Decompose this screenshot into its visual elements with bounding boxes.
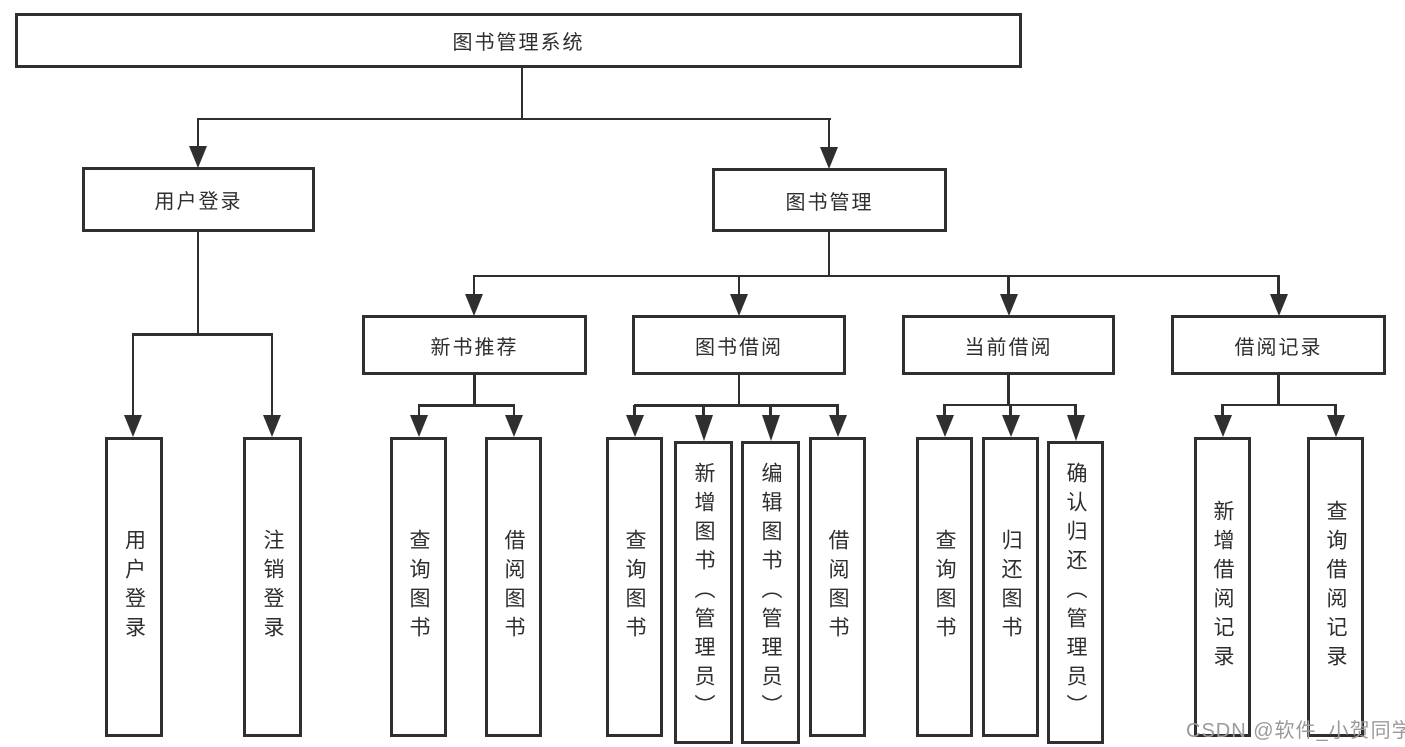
- arrow-down-icon: [504, 415, 523, 437]
- leaf-label: 查询图书: [623, 529, 646, 645]
- connector-drop-leaf: [417, 405, 420, 416]
- connector-book-mgmt-down: [827, 232, 830, 276]
- arrow-down-icon: [409, 415, 428, 437]
- connector-drop-leaf: [702, 405, 705, 416]
- arrow-down-icon: [694, 415, 713, 441]
- connector-drop-leaf: [943, 404, 946, 416]
- leaf-label: 用户登录: [122, 529, 146, 645]
- connector-book-borrow-horizontal: [633, 404, 839, 407]
- arrow-down-icon: [189, 146, 207, 168]
- leaf-label: 借阅图书: [502, 529, 525, 645]
- connector-new-book-down: [473, 375, 476, 406]
- leaf-label: 新增借阅记录: [1211, 500, 1234, 674]
- leaf-query-book: 查询图书: [390, 437, 447, 737]
- connector-current-borrow-down: [1007, 375, 1010, 405]
- connector-root-down: [520, 68, 523, 118]
- connector-drop-borrow-record: [1277, 275, 1280, 296]
- connector-book-borrow-down: [737, 375, 740, 406]
- connector-drop-leaf: [1009, 404, 1012, 416]
- connector-drop-leaf: [836, 405, 839, 416]
- leaf-borrow-book: 借阅图书: [809, 437, 866, 737]
- node-user-login: 用户登录: [82, 167, 315, 232]
- connector-borrow-record-down: [1277, 375, 1280, 405]
- leaf-label: 查询图书: [407, 529, 430, 645]
- leaf-edit-book-admin: 编辑图书（管理员）: [741, 441, 800, 744]
- arrow-down-icon: [761, 415, 780, 441]
- node-new-book-recommend-label: 新书推荐: [430, 336, 519, 359]
- arrow-down-icon: [1269, 294, 1288, 316]
- arrow-down-icon: [465, 294, 483, 316]
- leaf-borrow-book: 借阅图书: [485, 437, 542, 737]
- leaf-label: 查询图书: [933, 529, 956, 645]
- leaf-query-borrow-record: 查询借阅记录: [1307, 437, 1364, 737]
- connector-level2-horizontal: [197, 117, 831, 120]
- node-library-system: 图书管理系统: [15, 13, 1022, 68]
- leaf-add-borrow-record: 新增借阅记录: [1194, 437, 1251, 737]
- connector-drop-leaf: [633, 405, 636, 416]
- arrow-down-icon: [1066, 415, 1085, 441]
- node-user-login-label: 用户登录: [154, 191, 243, 213]
- leaf-query-book: 查询图书: [606, 437, 663, 737]
- node-new-book-recommend: 新书推荐: [362, 315, 587, 375]
- leaf-label: 确认归还（管理员）: [1064, 462, 1087, 723]
- arrow-down-icon: [263, 415, 281, 437]
- connector-drop-user-login: [196, 118, 199, 148]
- leaf-label: 归还图书: [999, 529, 1022, 645]
- connector-drop-book-borrow: [737, 275, 740, 296]
- connector-drop-leaf: [1221, 404, 1224, 416]
- connector-new-book-horizontal: [417, 404, 515, 407]
- connector-drop-book-mgmt: [827, 118, 830, 149]
- arrow-down-icon: [820, 147, 838, 169]
- leaf-return-book: 归还图书: [982, 437, 1039, 737]
- connector-drop-new-book: [472, 275, 475, 296]
- leaf-add-book-admin: 新增图书（管理员）: [674, 441, 733, 744]
- leaf-label: 注销登录: [261, 529, 284, 645]
- arrow-down-icon: [1213, 415, 1232, 437]
- node-borrowing-records-label: 借阅记录: [1234, 336, 1323, 359]
- node-current-borrowing-label: 当前借阅: [964, 336, 1053, 359]
- csdn-watermark: CSDN @软件_小贺同学: [1186, 720, 1405, 742]
- connector-drop-leaf: [769, 405, 772, 416]
- connector-borrow-record-horizontal: [1221, 403, 1338, 406]
- connector-drop-current-borrow: [1007, 275, 1010, 296]
- leaf-label: 查询借阅记录: [1324, 500, 1347, 674]
- arrow-down-icon: [124, 415, 142, 437]
- leaf-query-book: 查询图书: [916, 437, 973, 737]
- arrow-down-icon: [730, 294, 748, 316]
- leaf-label: 编辑图书（管理员）: [759, 462, 782, 723]
- arrow-down-icon: [625, 415, 644, 437]
- leaf-user-login: 用户登录: [105, 437, 163, 737]
- connector-drop-leaf: [1074, 404, 1077, 416]
- connector-level3-horizontal: [472, 274, 1280, 277]
- connector-user-login-down: [196, 232, 199, 334]
- leaf-label: 借阅图书: [826, 529, 849, 645]
- connector-drop-leaf: [270, 334, 273, 416]
- leaf-logout: 注销登录: [243, 437, 302, 737]
- connector-drop-leaf: [131, 334, 134, 416]
- node-book-management: 图书管理: [712, 168, 947, 232]
- node-book-borrowing-label: 图书借阅: [695, 336, 783, 359]
- arrow-down-icon: [935, 415, 954, 437]
- arrow-down-icon: [999, 294, 1018, 316]
- node-book-management-label: 图书管理: [785, 191, 874, 214]
- leaf-confirm-return-admin: 确认归还（管理员）: [1047, 441, 1104, 744]
- connector-user-login-horizontal: [132, 333, 273, 336]
- leaf-label: 新增图书（管理员）: [692, 462, 715, 723]
- arrow-down-icon: [1001, 415, 1020, 437]
- node-book-borrowing: 图书借阅: [632, 315, 846, 375]
- node-library-system-label: 图书管理系统: [452, 32, 585, 54]
- connector-drop-leaf: [1334, 404, 1337, 416]
- node-current-borrowing: 当前借阅: [902, 315, 1115, 375]
- connector-drop-leaf: [512, 405, 515, 416]
- node-borrowing-records: 借阅记录: [1171, 315, 1386, 375]
- arrow-down-icon: [1326, 415, 1345, 437]
- arrow-down-icon: [828, 415, 847, 437]
